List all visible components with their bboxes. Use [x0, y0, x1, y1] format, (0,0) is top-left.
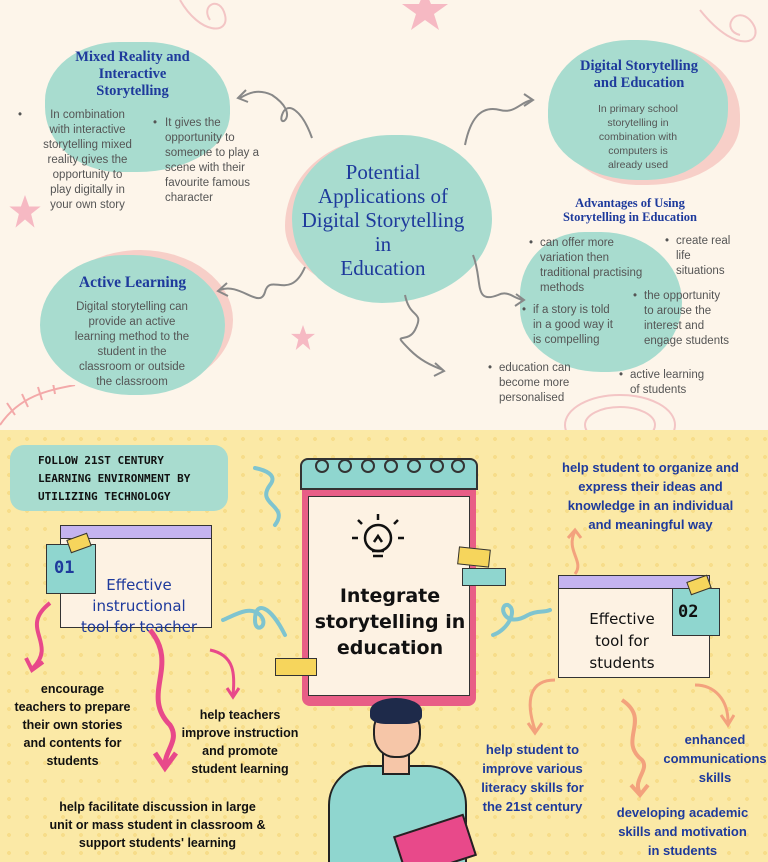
arrow-enhanced	[694, 683, 735, 728]
leaf-icon	[0, 385, 76, 426]
star-icon	[9, 195, 41, 228]
arrow-academic	[620, 698, 650, 799]
arrow-literacy	[526, 678, 556, 736]
digital-blob	[548, 40, 728, 180]
swirl-icon	[179, 0, 227, 30]
active-title: Active Learning	[78, 274, 187, 291]
notepad-header	[300, 458, 478, 490]
arrow-to-advantages	[472, 254, 526, 307]
star-icon	[402, 0, 448, 30]
squiggle-arrow	[253, 466, 281, 527]
arrow-to-active	[216, 266, 306, 300]
mixed-reality-blob	[45, 42, 230, 172]
follow-box	[10, 445, 228, 511]
card-1-header	[60, 525, 212, 539]
notepad-rings	[315, 459, 465, 473]
arrow-up-organize	[566, 527, 583, 575]
arrow-to-digital	[464, 93, 535, 146]
swirl-right	[491, 603, 552, 637]
arrow-help-teachers	[209, 648, 241, 700]
arrow-encourage	[24, 601, 52, 674]
card-2-badge	[672, 588, 720, 636]
swirl-left	[221, 606, 287, 637]
tape-1	[457, 546, 491, 568]
star-icon	[291, 325, 315, 350]
tape-2	[462, 568, 506, 586]
person-hair	[370, 698, 422, 724]
swirl-icon	[699, 9, 757, 43]
arrow-facilitate	[148, 628, 179, 773]
card-1-number: 01	[54, 558, 75, 578]
lightbulb-icon	[352, 514, 404, 558]
arrow-down	[399, 294, 446, 377]
advantages-blob	[520, 232, 682, 372]
active-blob	[40, 255, 225, 395]
arrow-to-mixed	[236, 89, 313, 139]
tape-3	[275, 658, 317, 676]
center-blob	[292, 135, 492, 303]
card-2-number: 02	[678, 602, 699, 622]
spiral-icon	[564, 394, 676, 430]
